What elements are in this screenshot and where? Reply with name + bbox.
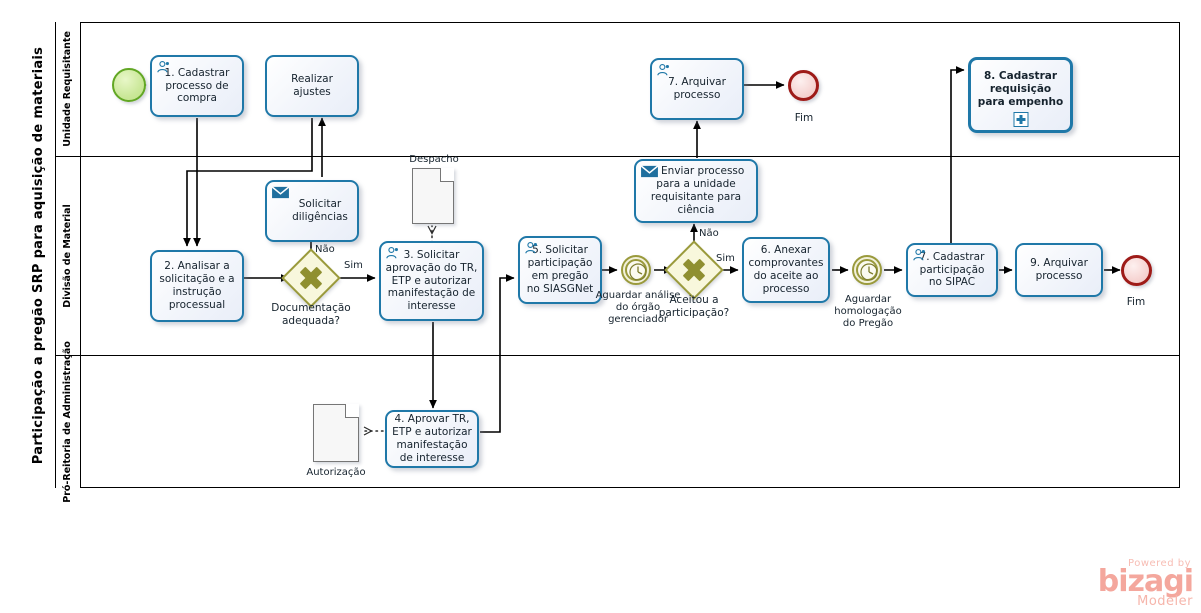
task-label: 4. Aprovar TR, ETP e autorizar manifesta… [392, 413, 472, 464]
send-task-icon [271, 186, 290, 199]
watermark-product: Modeler [1137, 594, 1193, 609]
task-label: 8. Cadastrar requisição para empenho [977, 70, 1064, 108]
task-label: 6. Anexar comprovantes do aceite ao proc… [748, 244, 824, 295]
task-4-aprovar-tr-etp[interactable]: 4. Aprovar TR, ETP e autorizar manifesta… [385, 410, 479, 468]
pool-title-label: Participação a pregão SRP para aquisição… [31, 46, 47, 464]
task-3-solicitar-aprovacao-tr[interactable]: 3. Solicitar aprovação do TR, ETP e auto… [379, 241, 484, 321]
watermark-powered-by: Powered by [1128, 557, 1191, 569]
task-label: 7. Arquivar processo [668, 76, 726, 101]
user-task-icon [386, 246, 398, 259]
user-task-icon [657, 63, 669, 76]
flow-label-nao-aceite: Não [699, 228, 719, 239]
lane-label-unidade-requisitante: Unidade Requisitante [62, 31, 74, 147]
task-label: 7. Cadastrar participação no SIPAC [919, 250, 985, 289]
send-task-icon [640, 165, 659, 178]
task-6-anexar-comprovantes[interactable]: 6. Anexar comprovantes do aceite ao proc… [742, 237, 830, 303]
gateway-aceitou-label: Aceitou a participação? [658, 294, 730, 319]
flow-label-sim-aceite: Sim [716, 253, 735, 264]
task-label: 9. Arquivar processo [1030, 257, 1088, 282]
page-fold-icon [440, 168, 454, 182]
gateway-documentacao-label: Documentação adequada? [271, 302, 351, 327]
flow-label-sim-documentacao: Sim [344, 260, 363, 271]
task-7-cadastrar-participacao-sipac[interactable]: 7. Cadastrar participação no SIPAC [906, 243, 998, 297]
lane-label-pro-reitoria: Pró-Reitoria de Administração [62, 340, 74, 503]
timer-aguardar-analise-label: Aguardar análise do órgão gerenciador [595, 290, 681, 325]
lane-header-pro-reitoria: Pró-Reitoria de Administração [56, 341, 81, 502]
timer-event-aguardar-analise[interactable] [621, 255, 651, 285]
task-label: 1. Cadastrar processo de compra [164, 66, 230, 105]
task-label: 5. Solicitar participação em pregão no S… [526, 244, 594, 295]
task-label: Realizar ajustes [291, 73, 333, 98]
timer-aguardar-homologacao-label: Aguardar homologação do Pregão [834, 294, 902, 329]
task-1-cadastrar-processo-de-compra[interactable]: 1. Cadastrar processo de compra [150, 55, 244, 117]
task-9-arquivar-processo[interactable]: 9. Arquivar processo [1015, 243, 1103, 297]
document-despacho [412, 168, 454, 224]
lane-header-unidade-requisitante: Unidade Requisitante [56, 22, 81, 156]
task-2-analisar-a-solicitacao[interactable]: 2. Analisar a solicitação e a instrução … [150, 250, 244, 322]
user-task-icon [913, 248, 925, 261]
end-event-right-label: Fim [1126, 296, 1146, 308]
pool-title: Participação a pregão SRP para aquisição… [22, 22, 56, 488]
start-event[interactable] [112, 68, 146, 102]
lane-header-divisao-de-material: Divisão de Material [56, 156, 81, 355]
flow-label-nao-documentacao: Não [315, 244, 335, 255]
document-despacho-label: Despacho [409, 154, 459, 165]
end-event-top[interactable] [788, 70, 819, 101]
bizagi-watermark: Powered by bizagi Modeler [1097, 557, 1194, 610]
clock-icon [860, 263, 878, 281]
task-label: 2. Analisar a solicitação e a instrução … [159, 260, 235, 311]
task-5-solicitar-participacao-siasgnet[interactable]: 5. Solicitar participação em pregão no S… [518, 236, 602, 304]
document-autorizacao [313, 404, 359, 462]
task-8-cadastrar-requisicao-para-empenho[interactable]: 8. Cadastrar requisição para empenho [968, 57, 1073, 133]
task-solicitar-diligencias[interactable]: Solicitar diligências [265, 180, 359, 242]
lane-label-divisao-de-material: Divisão de Material [62, 203, 74, 308]
document-autorizacao-label: Autorização [306, 467, 366, 478]
task-realizar-ajustes[interactable]: Realizar ajustes [265, 55, 359, 117]
lane-separator-2 [56, 355, 1180, 356]
task-6-enviar-processo-para-unidade[interactable]: 6. Enviar processo para a unidade requis… [634, 159, 758, 223]
task-label: 6. Enviar processo para a unidade requis… [647, 165, 745, 216]
watermark-brand: bizagi [1097, 563, 1194, 599]
end-event-right[interactable] [1121, 255, 1152, 286]
clock-icon [629, 263, 647, 281]
user-task-icon [525, 241, 537, 254]
lane-separator-1 [56, 156, 1180, 157]
task-label: Solicitar diligências [292, 198, 348, 223]
timer-event-aguardar-homologacao[interactable] [852, 255, 882, 285]
task-label: 3. Solicitar aprovação do TR, ETP e auto… [385, 248, 478, 313]
subprocess-plus-icon [1013, 112, 1028, 127]
task-7-arquivar-processo[interactable]: 7. Arquivar processo [650, 58, 744, 120]
end-event-top-label: Fim [794, 112, 814, 124]
page-fold-icon [345, 404, 359, 418]
user-task-icon [157, 60, 169, 73]
